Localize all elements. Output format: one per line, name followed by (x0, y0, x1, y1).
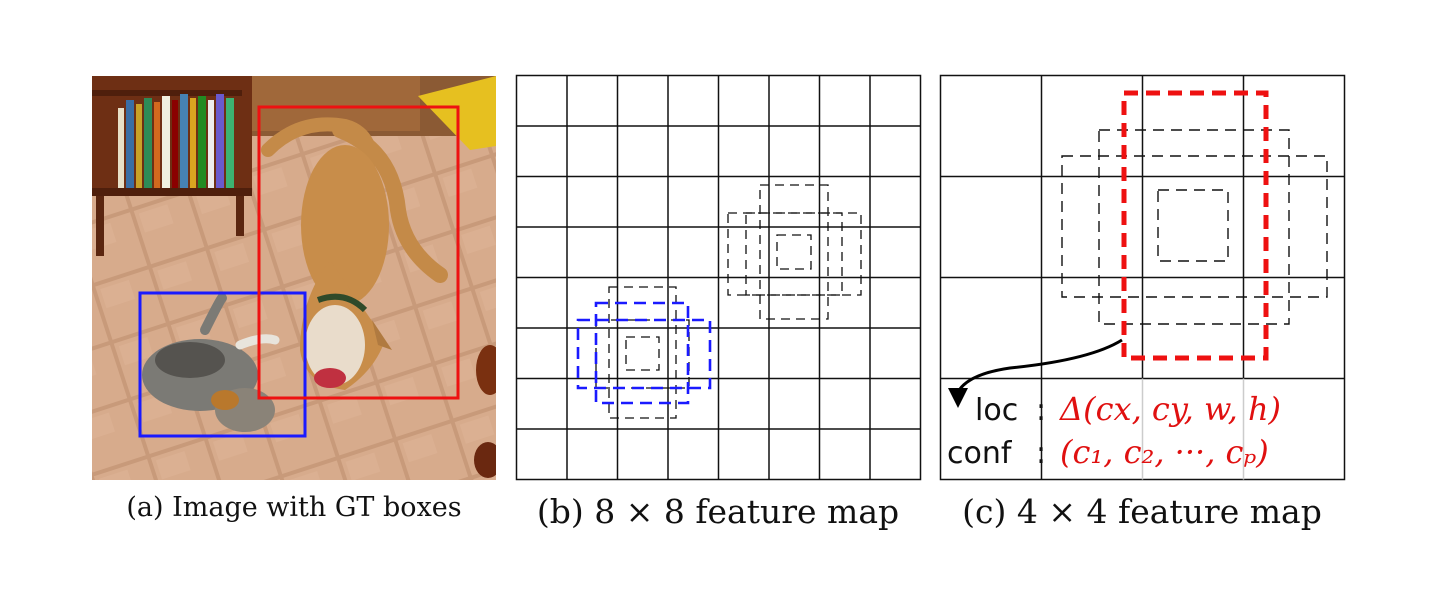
conf-value: (c₁, c₂, ···, cₚ) (1060, 433, 1269, 471)
matched-default-box-dog (1124, 93, 1266, 358)
loc-separator: : (1036, 393, 1046, 428)
default-boxes-other-cell (728, 185, 861, 319)
loc-value: Δ(cx, cy, w, h) (1058, 390, 1281, 428)
conf-label: conf (947, 436, 1013, 471)
conf-separator: : (1036, 436, 1046, 471)
default-boxes-4x4 (1062, 130, 1327, 324)
panel-a-photo (92, 76, 504, 480)
caption-panel-b: (b) 8 × 8 feature map (516, 492, 920, 531)
caption-panel-a: (a) Image with GT boxes (92, 492, 496, 523)
loc-label: loc (975, 393, 1018, 428)
panel-b-8x8-grid (517, 76, 921, 480)
default-boxes-cat-cell (578, 287, 710, 418)
caption-panel-c: (c) 4 × 4 feature map (940, 492, 1344, 531)
